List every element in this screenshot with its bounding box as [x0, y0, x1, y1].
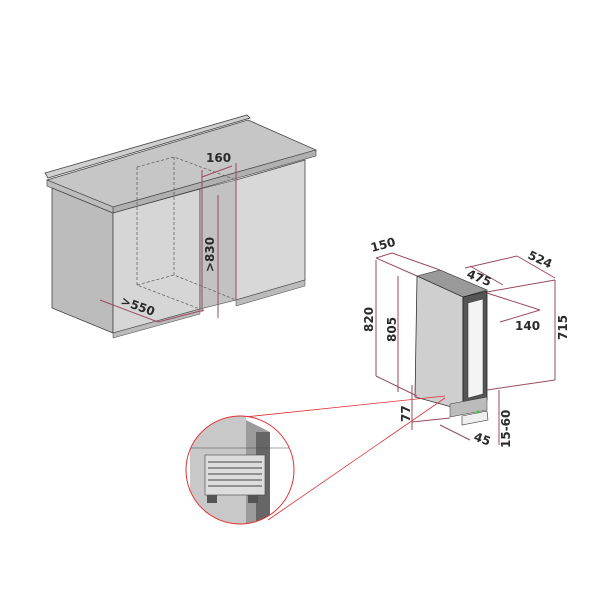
wine-cooler: [414, 269, 489, 426]
cabinet-front-left: [112, 188, 201, 334]
kitchen-cabinet: 160 >830 >550: [44, 114, 318, 339]
cabinet-front-right: [235, 159, 306, 301]
cooler-dimensions: 150 475 524 820 805 140 715 77 45 15-60: [362, 235, 570, 449]
cabinet-width-label: 160: [206, 151, 231, 165]
cooler-side: [414, 275, 464, 411]
label-715: 715: [556, 315, 570, 340]
detail-circle: [185, 415, 295, 525]
backsplash: [44, 114, 251, 179]
cooler-glass: [467, 298, 484, 399]
label-45: 45: [472, 430, 492, 449]
label-15-60: 15-60: [499, 410, 513, 448]
label-820: 820: [362, 307, 376, 332]
label-524: 524: [526, 248, 555, 271]
label-150: 150: [369, 235, 397, 255]
label-140: 140: [515, 319, 540, 333]
label-805: 805: [385, 317, 399, 342]
cabinet-side: [51, 187, 114, 334]
detail-magnified-feet: [186, 416, 294, 524]
cabinet-height-label: >830: [203, 237, 217, 272]
cabinet-dimensions: 160 >830 >550: [99, 151, 237, 323]
cooler-plinth: [449, 396, 488, 418]
detail-callout: [185, 395, 446, 525]
label-77: 77: [399, 405, 413, 422]
